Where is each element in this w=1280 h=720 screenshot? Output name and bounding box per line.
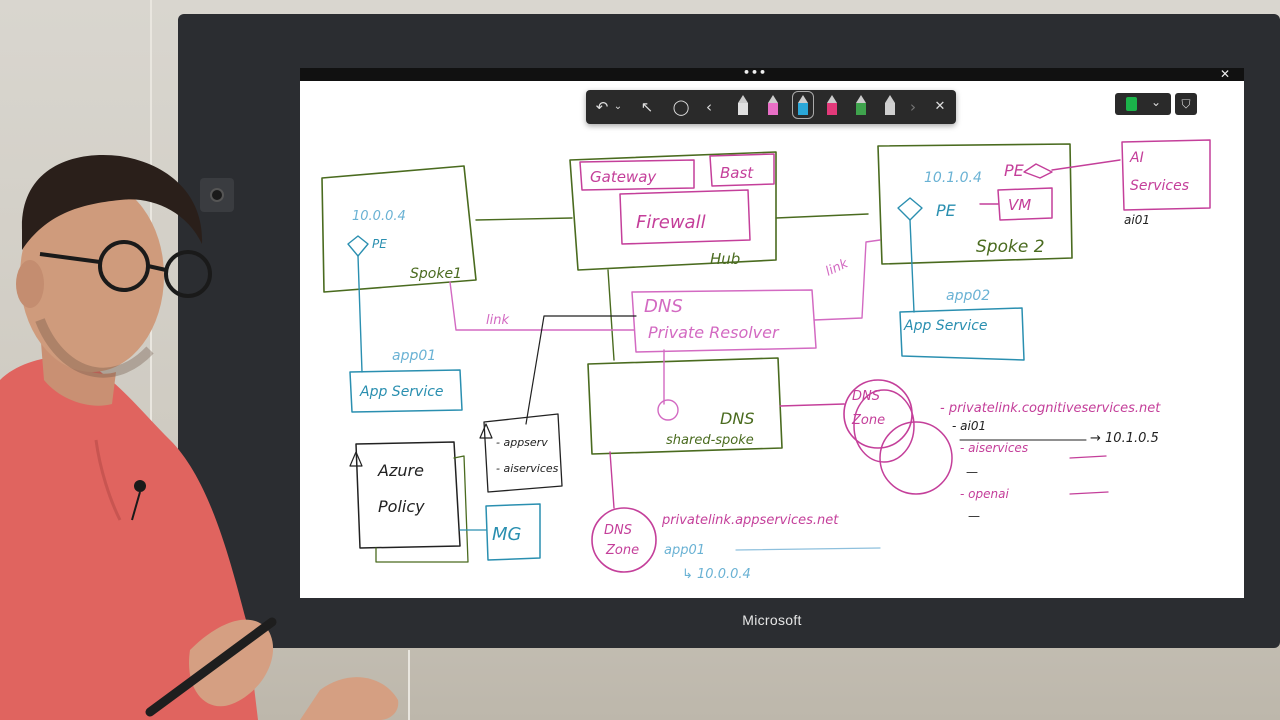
shared-spoke-line1: DNS bbox=[720, 409, 754, 428]
ai-services-box bbox=[1121, 139, 1211, 211]
spoke1-label: Spoke1 bbox=[410, 266, 462, 282]
spoke2-pe: PE bbox=[936, 201, 957, 220]
glasses-icon bbox=[39, 240, 212, 298]
app1-box bbox=[349, 369, 463, 413]
presenter-head bbox=[20, 180, 164, 372]
dns-zone-left-line2: Zone bbox=[605, 543, 639, 558]
link-right: link bbox=[823, 256, 851, 280]
azure-policy-line1: Azure bbox=[377, 461, 424, 480]
chevron-down-icon: ⌄ bbox=[1151, 95, 1162, 109]
highlighter-button[interactable]: ⛉ bbox=[1175, 93, 1197, 115]
mg-label: MG bbox=[492, 524, 522, 545]
zone-right-item5: — bbox=[968, 509, 980, 523]
ai-services-sub: ai01 bbox=[1124, 213, 1150, 227]
app2-box-label: App Service bbox=[903, 318, 988, 334]
vm-box bbox=[997, 187, 1053, 221]
pen-green-icon[interactable] bbox=[854, 95, 868, 115]
mg-box bbox=[485, 503, 541, 561]
zone-right-item4: - openai bbox=[960, 487, 1009, 501]
wall-panel-line bbox=[150, 0, 152, 720]
spoke1-pe: PE bbox=[372, 237, 387, 251]
sticky-note-button[interactable]: ⌄ bbox=[1115, 93, 1171, 115]
bast-box bbox=[709, 153, 775, 187]
scroll-left-button[interactable]: ‹ bbox=[706, 98, 712, 116]
dns-zone-left-line1: DNS bbox=[604, 523, 632, 538]
zone-right-item3: — bbox=[966, 465, 978, 479]
undo-dropdown-icon[interactable]: ⌄ bbox=[613, 101, 623, 112]
app2-box bbox=[899, 307, 1025, 361]
firewall-box bbox=[619, 189, 751, 245]
camera-icon bbox=[200, 178, 234, 212]
gateway-label: Gateway bbox=[590, 168, 657, 186]
app2-label: app02 bbox=[946, 288, 990, 304]
stylus-icon bbox=[145, 617, 277, 717]
shared-spoke-box bbox=[587, 357, 783, 455]
ai-services-line1: AI bbox=[1129, 150, 1144, 166]
dns-zone-right-line1: DNS bbox=[852, 389, 880, 404]
vm-label: VM bbox=[1008, 196, 1031, 214]
ink-toolbar: ↶ ⌄ ↖ ◯ ‹ › ✕ bbox=[586, 90, 956, 124]
presenter-hair bbox=[21, 154, 203, 250]
policy-list-box bbox=[483, 413, 563, 493]
zone-right-domain: - privatelink.cognitiveservices.net bbox=[940, 401, 1161, 416]
pen-pink-icon[interactable] bbox=[766, 95, 780, 115]
dns-resolver-box bbox=[631, 289, 817, 353]
wall-panel-line bbox=[408, 650, 410, 720]
dns-zone-right-line2: Zone bbox=[851, 413, 885, 428]
select-tool-button[interactable]: ↖ bbox=[640, 98, 654, 116]
whiteboard-canvas[interactable]: ••• ✕ ↶ ⌄ ↖ ◯ ‹ › ✕ ⌄ ⛉ bbox=[300, 68, 1244, 598]
app1-label: app01 bbox=[392, 348, 436, 364]
gateway-box bbox=[579, 159, 695, 191]
policy-item1: - appserv bbox=[496, 436, 548, 449]
pen-blue-icon[interactable] bbox=[792, 91, 814, 119]
brand-logo: Microsoft bbox=[742, 612, 802, 628]
zone-right-ip: → 10.1.0.5 bbox=[1090, 431, 1159, 446]
lasso-tool-button[interactable]: ◯ bbox=[672, 98, 690, 116]
window-titlebar: ••• ✕ bbox=[300, 68, 1244, 81]
azure-policy-line2: Policy bbox=[378, 497, 425, 516]
drag-handle[interactable]: ••• bbox=[743, 68, 768, 79]
undo-button[interactable]: ↶ bbox=[595, 98, 609, 116]
azure-policy-box bbox=[355, 441, 461, 549]
bast-label: Bast bbox=[720, 164, 754, 182]
spoke2-box bbox=[877, 143, 1073, 265]
firewall-label: Firewall bbox=[636, 212, 706, 233]
app1-box-label: App Service bbox=[359, 384, 444, 400]
hub-label: Hub bbox=[710, 250, 740, 268]
close-window-button[interactable]: ✕ bbox=[1219, 68, 1230, 81]
pen-red-icon[interactable] bbox=[825, 95, 839, 115]
presenter bbox=[0, 154, 399, 720]
microphone-icon bbox=[134, 480, 146, 492]
spoke2-label: Spoke 2 bbox=[976, 237, 1045, 257]
link-left: link bbox=[486, 313, 509, 328]
close-toolbar-button[interactable]: ✕ bbox=[934, 99, 946, 114]
shared-spoke-line2: shared-spoke bbox=[666, 433, 754, 448]
zone-right-record: - ai01 bbox=[952, 419, 986, 433]
hub-box bbox=[569, 151, 777, 271]
sticky-note-icon bbox=[1126, 97, 1137, 111]
presenter-shirt bbox=[0, 356, 258, 720]
zone-right-item2: - aiservices bbox=[960, 441, 1028, 455]
pen-gray-icon[interactable] bbox=[883, 95, 897, 115]
spoke2-ip: 10.1.0.4 bbox=[924, 170, 982, 186]
scroll-right-button[interactable]: › bbox=[910, 98, 916, 116]
policy-item2: - aiservices bbox=[496, 462, 559, 475]
whiteboard-drawing: 10.0.0.4 PE Spoke1 Gateway Bast Firewall… bbox=[321, 139, 1211, 582]
dns-resolver-line1: DNS bbox=[644, 296, 683, 317]
spoke1-box bbox=[321, 165, 477, 293]
ai-services-line2: Services bbox=[1130, 178, 1189, 194]
dns-resolver-line2: Private Resolver bbox=[648, 323, 780, 342]
spoke2-pe-top: PE bbox=[1004, 161, 1025, 180]
zone-left-domain: privatelink.appservices.net bbox=[661, 513, 839, 528]
pen-white-icon[interactable] bbox=[736, 95, 750, 115]
zone-left-record: app01 bbox=[664, 543, 705, 558]
zone-left-ip: ↳ 10.0.0.4 bbox=[682, 567, 751, 582]
spoke1-ip: 10.0.0.4 bbox=[352, 209, 406, 224]
